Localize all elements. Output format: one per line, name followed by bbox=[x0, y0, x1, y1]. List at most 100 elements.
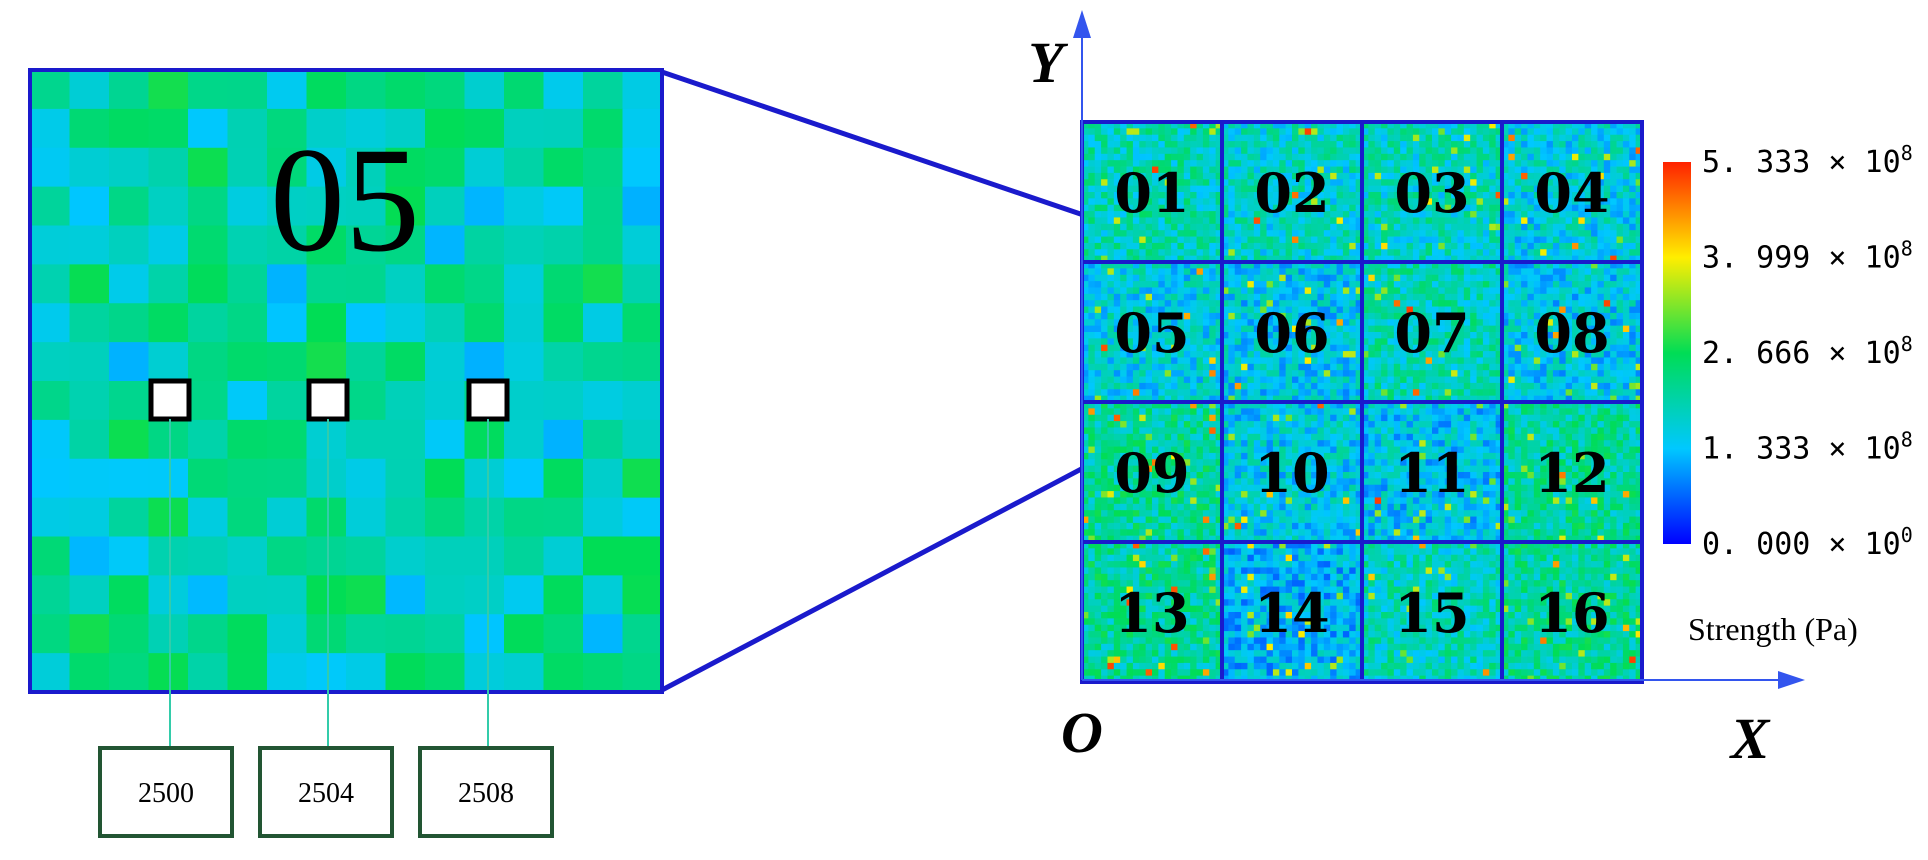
grid-pixel bbox=[1407, 294, 1414, 301]
grid-pixel bbox=[1254, 287, 1261, 294]
grid-pixel bbox=[1540, 389, 1547, 396]
grid-pixel bbox=[1298, 294, 1305, 301]
grid-pixel bbox=[1139, 383, 1146, 390]
grid-pixel bbox=[1190, 466, 1197, 473]
grid-pixel bbox=[1311, 147, 1318, 154]
grid-pixel bbox=[1623, 307, 1630, 314]
grid-pixel bbox=[1139, 275, 1146, 282]
grid-pixel bbox=[1521, 173, 1528, 180]
grid-pixel bbox=[1394, 268, 1401, 275]
grid-pixel bbox=[1120, 370, 1127, 377]
grid-pixel bbox=[1197, 497, 1204, 504]
grid-pixel bbox=[1559, 268, 1566, 275]
grid-pixel bbox=[1209, 205, 1216, 212]
grid-pixel bbox=[1483, 287, 1490, 294]
grid-pixel bbox=[1228, 332, 1235, 339]
grid-pixel bbox=[1095, 447, 1102, 454]
grid-pixel bbox=[1432, 249, 1439, 256]
zoom-pixel bbox=[583, 342, 623, 381]
grid-pixel bbox=[1127, 383, 1134, 390]
grid-pixel bbox=[1521, 326, 1528, 333]
grid-pixel bbox=[1241, 389, 1248, 396]
grid-pixel bbox=[1477, 211, 1484, 218]
grid-pixel bbox=[1381, 338, 1388, 345]
grid-pixel bbox=[1190, 421, 1197, 428]
grid-pixel bbox=[1629, 307, 1636, 314]
grid-pixel bbox=[1387, 154, 1394, 161]
grid-pixel bbox=[1101, 307, 1108, 314]
grid-pixel bbox=[1457, 268, 1464, 275]
grid-pixel bbox=[1273, 287, 1280, 294]
zoom-pixel bbox=[70, 459, 110, 498]
zoom-pixel bbox=[544, 498, 584, 537]
grid-pixel bbox=[1343, 141, 1350, 148]
grid-pixel bbox=[1464, 389, 1471, 396]
grid-pixel bbox=[1190, 408, 1197, 415]
grid-pixel bbox=[1617, 147, 1624, 154]
grid-pixel bbox=[1095, 186, 1102, 193]
grid-pixel bbox=[1540, 135, 1547, 142]
grid-pixel bbox=[1349, 147, 1356, 154]
grid-pixel bbox=[1095, 351, 1102, 358]
grid-pixel bbox=[1470, 377, 1477, 384]
zoom-pixel bbox=[30, 537, 70, 576]
grid-pixel bbox=[1305, 128, 1312, 135]
grid-pixel bbox=[1190, 211, 1197, 218]
grid-pixel bbox=[1235, 205, 1242, 212]
grid-pixel bbox=[1387, 357, 1394, 364]
grid-pixel bbox=[1235, 459, 1242, 466]
grid-pixel bbox=[1152, 147, 1159, 154]
grid-pixel bbox=[1158, 154, 1165, 161]
element-square bbox=[151, 381, 189, 419]
grid-pixel bbox=[1165, 370, 1172, 377]
grid-pixel bbox=[1133, 434, 1140, 441]
grid-pixel bbox=[1515, 313, 1522, 320]
grid-pixel bbox=[1527, 217, 1534, 224]
grid-pixel bbox=[1407, 237, 1414, 244]
grid-pixel bbox=[1260, 427, 1267, 434]
grid-pixel bbox=[1095, 243, 1102, 250]
zoom-pixel bbox=[544, 109, 584, 148]
grid-pixel bbox=[1165, 268, 1172, 275]
grid-pixel bbox=[1337, 307, 1344, 314]
grid-pixel bbox=[1177, 128, 1184, 135]
grid-pixel bbox=[1368, 364, 1375, 371]
grid-pixel bbox=[1139, 421, 1146, 428]
grid-pixel bbox=[1247, 504, 1254, 511]
grid-pixel bbox=[1197, 383, 1204, 390]
grid-pixel bbox=[1610, 332, 1617, 339]
grid-pixel bbox=[1527, 313, 1534, 320]
grid-pixel bbox=[1260, 268, 1267, 275]
grid-pixel bbox=[1394, 294, 1401, 301]
grid-pixel bbox=[1515, 338, 1522, 345]
grid-pixel bbox=[1133, 383, 1140, 390]
grid-pixel bbox=[1617, 351, 1624, 358]
grid-pixel bbox=[1127, 421, 1134, 428]
grid-pixel bbox=[1241, 275, 1248, 282]
grid-pixel bbox=[1337, 230, 1344, 237]
grid-pixel bbox=[1133, 281, 1140, 288]
grid-pixel bbox=[1279, 147, 1286, 154]
grid-pixel bbox=[1247, 383, 1254, 390]
grid-pixel bbox=[1247, 281, 1254, 288]
grid-pixel bbox=[1337, 338, 1344, 345]
grid-pixel bbox=[1133, 135, 1140, 142]
grid-pixel bbox=[1279, 275, 1286, 282]
zoom-pixel bbox=[30, 420, 70, 459]
grid-pixel bbox=[1305, 389, 1312, 396]
zoom-pixel bbox=[307, 575, 347, 614]
grid-pixel bbox=[1107, 160, 1114, 167]
grid-pixel bbox=[1158, 529, 1165, 536]
grid-pixel bbox=[1375, 217, 1382, 224]
grid-pixel bbox=[1400, 141, 1407, 148]
grid-pixel bbox=[1228, 478, 1235, 485]
grid-pixel bbox=[1572, 383, 1579, 390]
grid-pixel bbox=[1088, 198, 1095, 205]
grid-pixel bbox=[1337, 217, 1344, 224]
grid-pixel bbox=[1228, 237, 1235, 244]
grid-pixel bbox=[1508, 300, 1515, 307]
grid-pixel bbox=[1235, 198, 1242, 205]
grid-pixel bbox=[1426, 141, 1433, 148]
grid-pixel bbox=[1101, 135, 1108, 142]
grid-pixel bbox=[1133, 230, 1140, 237]
